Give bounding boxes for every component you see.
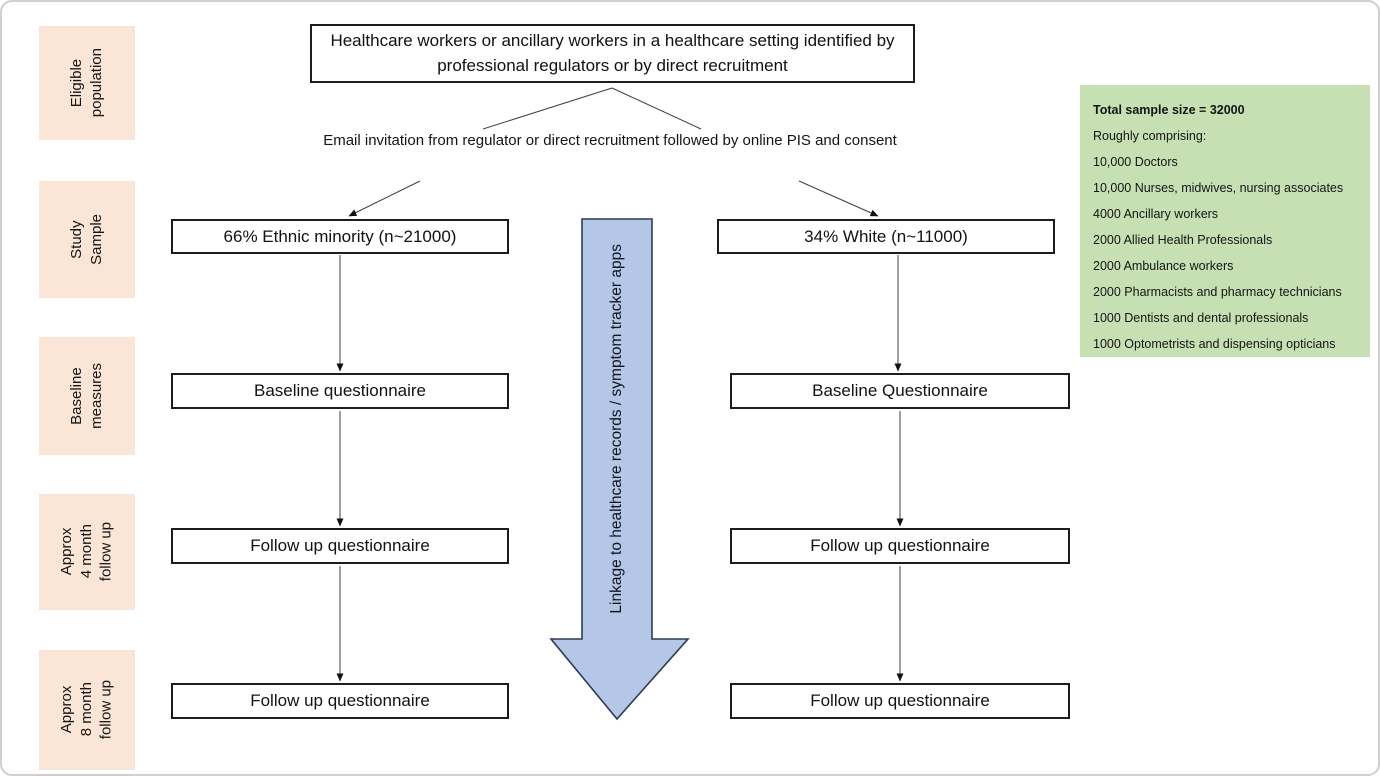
stage-label-8-month-follow-up: Approx 8 month follow up xyxy=(39,650,135,770)
stage-label-text: Study Sample xyxy=(68,214,105,265)
sample-summary-item: 2000 Pharmacists and pharmacy technician… xyxy=(1093,285,1342,299)
sample-summary-item: 10,000 Doctors xyxy=(1093,155,1178,169)
stage-label-text: Approx 8 month follow up xyxy=(58,680,115,740)
eligible-population-box: Healthcare workers or ancillary workers … xyxy=(310,24,915,83)
sample-summary-title: Total sample size = 32000 xyxy=(1093,103,1245,117)
right-sample-box: 34% White (n~11000) xyxy=(717,219,1055,254)
split-line-right xyxy=(611,87,702,130)
stage-label-text: Approx 4 month follow up xyxy=(58,522,115,582)
sample-summary-item: 2000 Allied Health Professionals xyxy=(1093,233,1273,247)
sample-summary-subtitle: Roughly comprising: xyxy=(1093,129,1207,143)
linkage-arrow-label: Linkage to healthcare records / symptom … xyxy=(608,244,625,614)
right-followup-4m-box: Follow up questionnaire xyxy=(730,528,1070,564)
stage-label-eligible-population: Eligible population xyxy=(39,26,135,140)
linkage-arrow: Linkage to healthcare records / symptom … xyxy=(570,219,664,639)
sample-summary-item: 1000 Dentists and dental professionals xyxy=(1093,311,1309,325)
arrow-to-right-sample xyxy=(798,180,879,217)
arrow-to-left-sample xyxy=(348,180,421,217)
sample-summary-box: Total sample size = 32000 Roughly compri… xyxy=(1080,85,1370,357)
left-followup-8m-box: Follow up questionnaire xyxy=(171,683,509,719)
left-baseline-box: Baseline questionnaire xyxy=(171,373,509,409)
sample-summary-item: 4000 Ancillary workers xyxy=(1093,207,1219,221)
sample-summary-item: 10,000 Nurses, midwives, nursing associa… xyxy=(1093,181,1344,195)
stage-label-text: Eligible population xyxy=(68,48,105,118)
stage-label-4-month-follow-up: Approx 4 month follow up xyxy=(39,494,135,610)
sample-summary-item: 2000 Ambulance workers xyxy=(1093,259,1234,273)
left-followup-4m-box: Follow up questionnaire xyxy=(171,528,509,564)
left-sample-box: 66% Ethnic minority (n~21000) xyxy=(171,219,509,254)
right-baseline-box: Baseline Questionnaire xyxy=(730,373,1070,409)
sample-summary-item: 1000 Optometrists and dispensing opticia… xyxy=(1093,337,1336,351)
stage-label-study-sample: Study Sample xyxy=(39,181,135,298)
email-invitation-note: Email invitation from regulator or direc… xyxy=(323,132,897,149)
stage-label-baseline-measures: Baseline measures xyxy=(39,337,135,455)
split-line-left xyxy=(482,87,613,130)
stage-label-text: Baseline measures xyxy=(68,363,105,429)
right-followup-8m-box: Follow up questionnaire xyxy=(730,683,1070,719)
